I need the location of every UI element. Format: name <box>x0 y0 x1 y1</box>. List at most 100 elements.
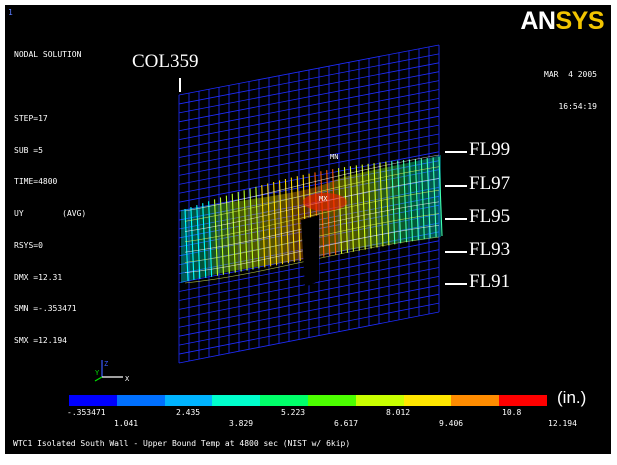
triad-x: X <box>125 375 130 383</box>
mesh-line <box>403 159 408 243</box>
mesh-line <box>178 44 440 96</box>
info-line: UY (AVG) <box>14 209 87 219</box>
legend-color-segment <box>451 395 500 406</box>
mesh-line <box>190 207 195 280</box>
mesh-line <box>432 157 437 238</box>
legend-tick: -.353471 <box>67 408 106 417</box>
info-line: SMN =-.353471 <box>14 304 77 314</box>
logo-sys: SYS <box>555 7 604 35</box>
mesh-line <box>196 205 201 279</box>
mesh-line <box>367 163 372 249</box>
triad-y: Y <box>95 369 100 377</box>
min-marker: MN <box>330 153 339 161</box>
mesh-line <box>361 164 366 250</box>
leader-line <box>445 151 467 153</box>
legend-color-segment <box>164 395 213 406</box>
band-floor-line <box>184 178 440 232</box>
mesh-line <box>414 158 419 241</box>
mesh-line <box>385 161 390 246</box>
info-line: STEP=17 <box>14 113 48 123</box>
info-line: RSYS=0 <box>14 240 43 250</box>
mesh-line <box>208 201 213 277</box>
legend-color-segment <box>116 395 165 406</box>
mesh-line <box>178 133 440 185</box>
mesh-line <box>178 80 440 132</box>
triad-z: Z <box>104 360 108 368</box>
wall-opening <box>301 215 319 287</box>
leader-line <box>445 218 467 220</box>
mesh-line <box>178 267 440 319</box>
legend-tick: 10.8 <box>502 408 522 417</box>
legend-color-segment <box>355 395 404 406</box>
mesh-line <box>338 168 343 254</box>
band-floor-line <box>184 166 440 222</box>
legend-color-segment <box>499 395 547 406</box>
mesh-line <box>178 293 440 346</box>
legend-color-segment <box>212 395 261 406</box>
mesh-line <box>373 163 378 248</box>
mesh-line <box>332 169 337 255</box>
band-floor-line <box>184 189 440 243</box>
solution-info: NODAL SOLUTION STEP=17 SUB =5 TIME=4800 … <box>14 29 86 368</box>
mesh-line <box>343 167 349 253</box>
legend-tick: 12.194 <box>548 419 577 428</box>
plot-caption: WTC1 Isolated South Wall - Upper Bound T… <box>13 439 351 448</box>
timestamp: MAR 4 2005 16:54:19 <box>544 49 597 133</box>
date-text: MAR 4 2005 <box>544 70 597 79</box>
mesh-line <box>178 276 440 328</box>
band-floor-line <box>184 236 440 284</box>
mesh-line <box>438 156 443 237</box>
mesh-line <box>249 188 254 270</box>
info-line: DMX =12.31 <box>14 272 63 282</box>
mesh-line <box>178 71 440 123</box>
mesh-line <box>420 158 425 240</box>
floor-label-text: FL97 <box>469 173 511 194</box>
legend-tick: 3.829 <box>229 419 254 428</box>
floor-label-text: FL95 <box>469 206 511 227</box>
mesh-line <box>178 124 440 176</box>
mesh-line <box>178 98 440 149</box>
leader-line <box>445 251 467 253</box>
mesh-line <box>391 161 396 245</box>
floor-label-text: FL93 <box>469 239 511 260</box>
ansys-logo: ANSYS <box>520 7 604 36</box>
leader-line <box>445 185 467 187</box>
info-line: SUB =5 <box>14 145 43 155</box>
logo-an: AN <box>520 7 556 35</box>
column-tick <box>179 78 181 92</box>
mesh-line <box>267 183 272 267</box>
info-line: SMX =12.194 <box>14 336 67 346</box>
mesh-line <box>178 62 440 114</box>
time-text: 16:54:19 <box>558 101 597 111</box>
band-floor-line <box>184 154 440 212</box>
legend-color-segment <box>69 395 117 406</box>
max-region <box>303 193 347 211</box>
color-legend-bar <box>69 395 547 406</box>
legend-tick: 2.435 <box>176 408 201 417</box>
info-line: TIME=4800 <box>14 177 58 187</box>
mesh-line <box>261 185 266 268</box>
mesh-line <box>178 142 440 194</box>
legend-tick: 1.041 <box>114 419 139 428</box>
mesh-line <box>202 203 207 278</box>
mesh-line <box>178 89 440 141</box>
deformed-mesh-plot <box>178 44 443 364</box>
mesh-line <box>178 311 440 364</box>
mesh-line <box>178 284 440 337</box>
legend-color-segment <box>260 395 308 406</box>
mesh-line <box>379 162 384 247</box>
mesh-line <box>219 197 224 275</box>
legend-tick: 9.406 <box>439 419 464 428</box>
legend-tick: 5.223 <box>281 408 306 417</box>
legend-tick: 6.617 <box>334 419 359 428</box>
mesh-line <box>326 170 331 256</box>
mesh-line <box>178 53 440 105</box>
mesh-line <box>225 195 230 274</box>
legend-color-segment <box>403 395 452 406</box>
leader-line <box>445 283 467 285</box>
legend-tick: 8.012 <box>386 408 411 417</box>
mesh-line <box>255 186 260 269</box>
mesh-line <box>284 178 289 264</box>
mesh-line <box>408 159 414 242</box>
